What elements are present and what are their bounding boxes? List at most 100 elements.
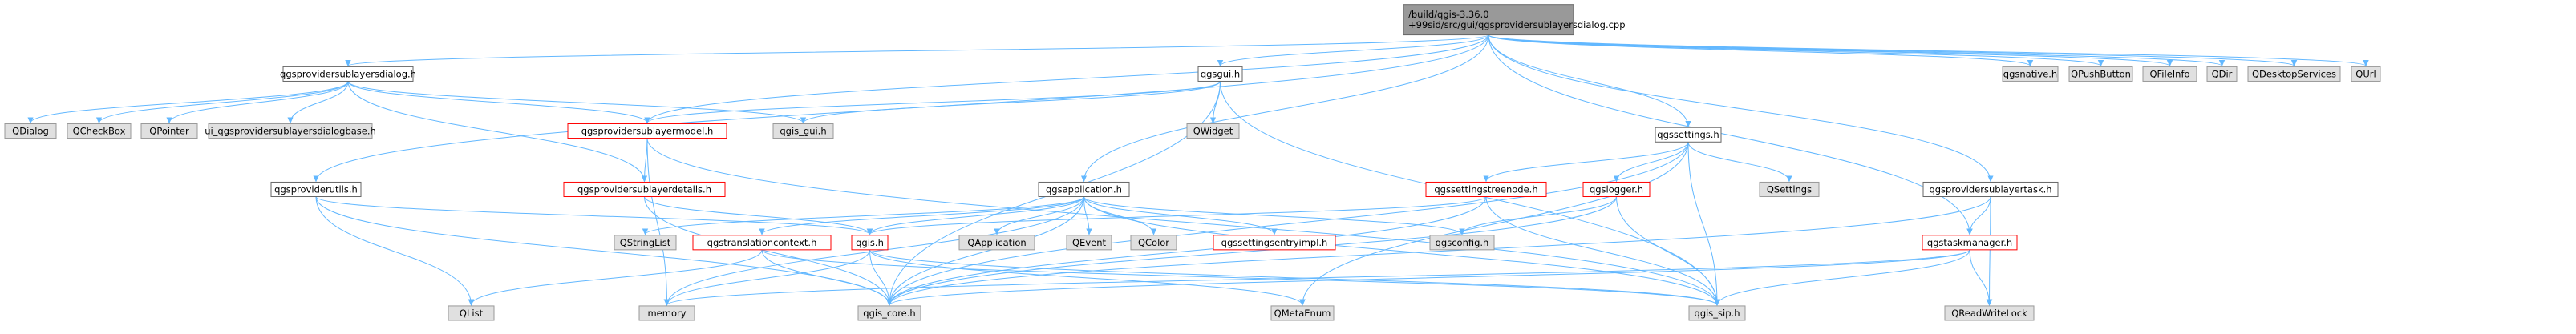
edge-translation-h-to-qgis-core xyxy=(761,249,889,305)
node-qapplication: QApplication xyxy=(958,235,1035,251)
edge-taskmgr-h-to-qgis-sip xyxy=(1717,249,1970,305)
node-qreadwritelock: QReadWriteLock xyxy=(1944,305,2035,321)
edge-qgsapp-h-to-qevent xyxy=(1083,196,1090,235)
edge-qgsapp-h-to-qgis-h xyxy=(870,196,1084,235)
node-label: ui_qgsprovidersublayersdialogbase.h xyxy=(205,126,376,137)
edge-model-h-to-details-h xyxy=(645,138,648,182)
edge-qgis-h-to-qgis-core xyxy=(869,249,890,305)
node-label: qgsproviderutils.h xyxy=(274,183,358,195)
edge-qgssettings-h-to-qsettings xyxy=(1687,142,1789,181)
node-label: qgssettingstreenode.h xyxy=(1434,183,1537,195)
node-box xyxy=(1270,305,1335,321)
node-qstringlist: QStringList xyxy=(614,235,677,251)
node-label: QDialog xyxy=(12,126,49,137)
node-ui-base: ui_qgsprovidersublayersdialogbase.h xyxy=(205,123,376,139)
node-details-h[interactable]: qgsprovidersublayerdetails.h xyxy=(563,181,726,198)
node-label: QColor xyxy=(1138,237,1169,248)
node-box xyxy=(2002,66,2059,82)
edge-details-h-to-qgis-core xyxy=(644,196,890,305)
node-box xyxy=(2351,66,2381,82)
node-label: qgslogger.h xyxy=(1590,183,1643,195)
node-root[interactable]: /build/qgis-3.36.0+99sid/src/gui/qgsprov… xyxy=(1403,4,1626,36)
node-model-h[interactable]: qgsprovidersublayermodel.h xyxy=(567,123,727,139)
node-box xyxy=(1066,235,1112,251)
node-qgssettings-h[interactable]: qgssettings.h xyxy=(1655,127,1722,143)
node-label: qgsprovidersublayerdetails.h xyxy=(577,183,711,195)
node-label: qgsgui.h xyxy=(1201,68,1240,79)
edge-treenode-h-to-qgis-sip xyxy=(1485,196,1717,305)
node-box xyxy=(1944,305,2035,321)
node-label: QDir xyxy=(2212,68,2233,79)
node-qurl: QUrl xyxy=(2351,66,2381,82)
edge-translation-h-to-qgis-sip xyxy=(761,249,1717,305)
node-label: qgsapplication.h xyxy=(1046,183,1122,195)
edge-translation-h-to-qlist xyxy=(472,249,763,305)
node-qdir: QDir xyxy=(2206,66,2238,82)
node-task-h[interactable]: qgsprovidersublayertask.h xyxy=(1922,181,2059,198)
node-box xyxy=(1403,4,1574,36)
node-qgis-h[interactable]: qgis.h xyxy=(851,235,889,251)
edge-dlg-h-to-qgis-gui xyxy=(347,81,804,123)
node-translation-h[interactable]: qgstranslationcontext.h xyxy=(692,235,832,251)
edge-details-h-to-qgis-h xyxy=(644,196,870,235)
node-box xyxy=(2247,66,2341,82)
edge-providerutils-to-qlist xyxy=(315,196,472,305)
node-label: QCheckBox xyxy=(73,126,126,137)
edge-treenode-h-to-qgis-h xyxy=(870,196,1487,235)
node-providerutils[interactable]: qgsproviderutils.h xyxy=(270,181,362,198)
edge-qgsapp-h-to-memory xyxy=(667,196,1084,305)
node-dlg-h[interactable]: qgsprovidersublayersdialog.h xyxy=(280,66,416,82)
node-box xyxy=(1429,235,1495,251)
node-label: QWidget xyxy=(1193,126,1233,137)
edge-providerutils-to-qgis-core xyxy=(315,196,889,305)
node-taskmgr-h[interactable]: qgstaskmanager.h xyxy=(1922,235,2018,251)
node-label: QUrl xyxy=(2355,68,2376,79)
edge-qgsgui-h-to-qgis-gui xyxy=(804,81,1221,123)
node-qgsgui-h[interactable]: qgsgui.h xyxy=(1197,66,1243,82)
edge-dlg-h-to-ui-base xyxy=(290,81,349,123)
node-qgsnative-h: qgsnative.h xyxy=(2002,66,2059,82)
node-label: QApplication xyxy=(967,237,1026,248)
node-label: QList xyxy=(460,308,484,319)
node-box xyxy=(851,235,889,251)
node-box xyxy=(563,181,726,198)
edge-model-h-to-qgis-sip xyxy=(646,138,1717,305)
node-qgsapp-h[interactable]: qgsapplication.h xyxy=(1038,181,1130,198)
node-label: QDesktopServices xyxy=(2252,68,2336,79)
node-label: memory xyxy=(647,308,686,319)
edge-qgsgui-h-to-qwidget xyxy=(1213,81,1221,123)
edge-qgis-h-to-memory xyxy=(667,249,870,305)
edge-qgsapp-h-to-qstringlist xyxy=(646,196,1084,235)
edge-dlg-h-to-model-h xyxy=(347,81,647,123)
edge-qgis-h-to-qgis-sip xyxy=(869,249,1718,305)
node-qgis-core: qgis_core.h xyxy=(857,305,921,321)
edge-qgsapp-h-to-qapplication xyxy=(997,196,1084,235)
node-box xyxy=(2068,66,2133,82)
node-box xyxy=(567,123,727,139)
node-label: qgsprovidersublayertask.h xyxy=(1929,183,2051,195)
node-box xyxy=(140,123,198,139)
edge-logger-h-to-qgsconfig-h xyxy=(1462,196,1617,235)
edge-task-h-to-qreadwritelock xyxy=(1990,196,1991,305)
node-box xyxy=(448,305,495,321)
node-label: qgis.h xyxy=(856,237,884,248)
node-memory: memory xyxy=(638,305,695,321)
node-qdialog: QDialog xyxy=(4,123,57,139)
node-box xyxy=(857,305,921,321)
node-entryimpl-h[interactable]: qgssettingsentryimpl.h xyxy=(1213,235,1336,251)
node-label: qgsprovidersublayersdialog.h xyxy=(280,68,416,79)
node-label: QSettings xyxy=(1767,183,1812,195)
node-label: QMetaEnum xyxy=(1274,308,1331,319)
node-box xyxy=(772,123,834,139)
node-treenode-h[interactable]: qgssettingstreenode.h xyxy=(1425,181,1547,198)
node-box xyxy=(692,235,832,251)
node-box xyxy=(1130,235,1177,251)
edge-root-to-qgsapp-h xyxy=(1084,34,1489,182)
edge-model-h-to-memory xyxy=(646,138,667,305)
node-qfileinfo: QFileInfo xyxy=(2142,66,2197,82)
edge-taskmgr-h-to-qgis-core xyxy=(889,249,1970,305)
node-box xyxy=(614,235,677,251)
node-logger-h[interactable]: qgslogger.h xyxy=(1582,181,1651,198)
node-label: QPushButton xyxy=(2071,68,2131,79)
